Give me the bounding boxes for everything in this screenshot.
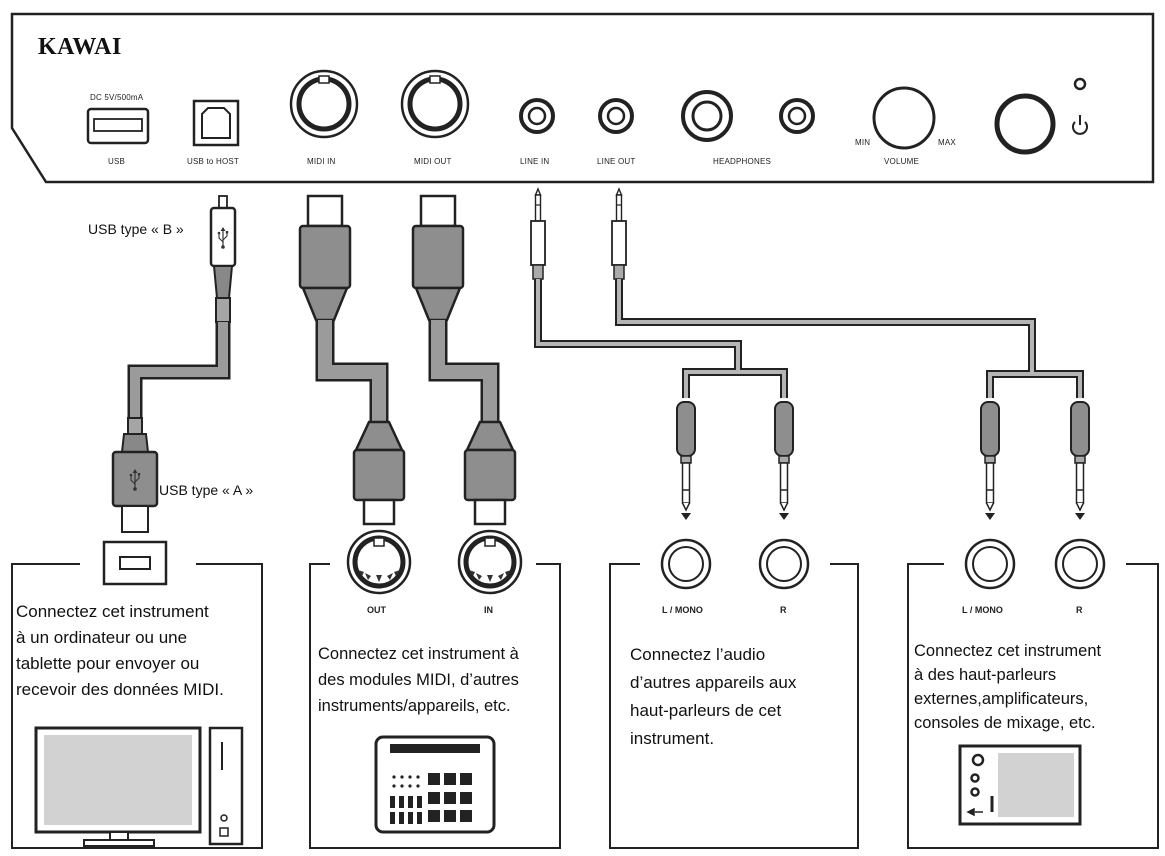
line-out-r-label: R xyxy=(1076,605,1083,615)
volume-label: VOLUME xyxy=(884,157,919,166)
line-out-box xyxy=(907,563,1159,849)
volume-min-label: MIN xyxy=(855,138,871,147)
power-button xyxy=(994,93,1056,155)
usb-port-label: USB xyxy=(108,157,126,166)
line-in-r-socket xyxy=(758,538,810,590)
midi-box-description: Connectez cet instrument à des modules M… xyxy=(318,645,519,715)
usb-cable xyxy=(111,195,237,533)
line-in-port xyxy=(519,98,555,134)
line-in-box-description: Connectez l’audio d’autres appareils aux… xyxy=(630,645,797,748)
midi-in-socket-label: IN xyxy=(484,605,493,615)
line-in-box xyxy=(609,563,859,849)
usb-type-a-label: USB type « A » xyxy=(159,482,254,498)
power-led xyxy=(1073,77,1087,91)
power-icon xyxy=(1072,115,1088,135)
midi-out-socket-label: OUT xyxy=(367,605,386,615)
line-out-port xyxy=(598,98,634,134)
line-out-l-socket xyxy=(964,538,1016,590)
headphones-port-label: HEADPHONES xyxy=(713,157,772,166)
computer-icon xyxy=(34,726,244,847)
line-in-l-socket xyxy=(660,538,712,590)
brand-logo: KAWAI xyxy=(38,34,122,60)
usb-spec-label: DC 5V/500mA xyxy=(90,93,144,102)
midi-out-cable xyxy=(411,194,517,526)
headphones-port-large xyxy=(681,90,733,142)
midi-in-port xyxy=(289,69,359,139)
line-in-l-label: L / MONO xyxy=(662,605,703,615)
usb-type-b-label: USB type « B » xyxy=(88,221,184,237)
volume-max-label: MAX xyxy=(938,138,956,147)
headphones-port-small xyxy=(779,98,815,134)
line-in-r-label: R xyxy=(780,605,787,615)
usb-box-description: Connectez cet instrument à un ordinateur… xyxy=(16,602,224,699)
mixer-icon xyxy=(958,744,1082,826)
line-in-port-label: LINE IN xyxy=(520,157,550,166)
line-out-port-label: LINE OUT xyxy=(597,157,636,166)
line-out-r-socket xyxy=(1054,538,1106,590)
midi-out-socket xyxy=(346,529,412,595)
midi-out-port-label: MIDI OUT xyxy=(414,157,452,166)
midi-out-port xyxy=(400,69,470,139)
line-in-cable xyxy=(530,188,794,521)
midi-box xyxy=(309,563,561,849)
line-out-box-description: Connectez cet instrument à des haut-parl… xyxy=(914,642,1102,732)
line-out-cable xyxy=(611,188,1090,521)
midi-in-cable xyxy=(298,194,406,526)
line-out-l-label: L / MONO xyxy=(962,605,1003,615)
volume-knob xyxy=(872,86,936,150)
midi-controller-icon xyxy=(374,735,496,834)
midi-in-port-label: MIDI IN xyxy=(307,157,336,166)
midi-in-socket xyxy=(457,529,523,595)
usb-host-port-label: USB to HOST xyxy=(187,157,239,166)
instrument-panel xyxy=(10,12,1155,184)
usb-box xyxy=(11,563,263,849)
